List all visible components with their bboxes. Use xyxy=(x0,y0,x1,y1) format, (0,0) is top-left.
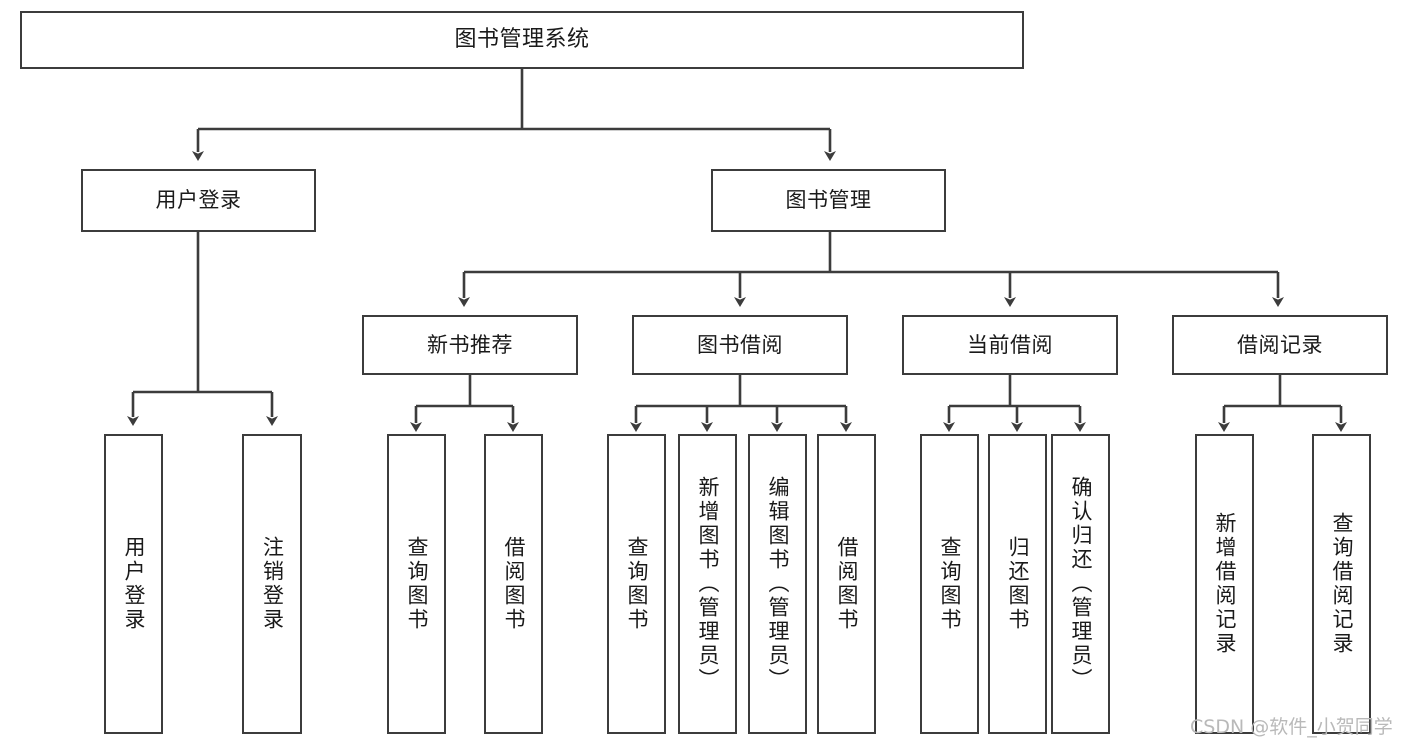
node-label: 用户登录 xyxy=(155,188,242,213)
node-label: 借阅图书 xyxy=(502,536,526,632)
node-label: 编辑图书（管理员） xyxy=(766,476,790,692)
node-leaf-query-book-borrow[interactable]: 查询图书 xyxy=(607,434,666,734)
node-label: 借阅记录 xyxy=(1237,332,1323,357)
node-label: 新增图书（管理员） xyxy=(696,476,720,692)
node-leaf-user-login[interactable]: 用户登录 xyxy=(104,434,163,734)
node-leaf-confirm-return-admin[interactable]: 确认归还（管理员） xyxy=(1051,434,1110,734)
node-label: 查询图书 xyxy=(938,536,962,632)
node-label: 查询图书 xyxy=(405,536,429,632)
node-label: 图书管理 xyxy=(785,188,872,213)
node-label: 图书管理系统 xyxy=(454,27,590,53)
node-label: 查询图书 xyxy=(625,536,649,632)
node-user-login[interactable]: 用户登录 xyxy=(81,169,316,232)
node-leaf-add-borrow-record[interactable]: 新增借阅记录 xyxy=(1195,434,1254,734)
node-leaf-query-book-current[interactable]: 查询图书 xyxy=(920,434,979,734)
node-current-borrow[interactable]: 当前借阅 xyxy=(902,315,1118,375)
node-new-book-recommend[interactable]: 新书推荐 xyxy=(362,315,578,375)
node-label: 确认归还（管理员） xyxy=(1069,476,1093,692)
node-label: 新书推荐 xyxy=(427,332,513,357)
node-root-system[interactable]: 图书管理系统 xyxy=(20,11,1024,69)
node-leaf-borrow-book[interactable]: 借阅图书 xyxy=(817,434,876,734)
node-leaf-add-book-admin[interactable]: 新增图书（管理员） xyxy=(678,434,737,734)
watermark-text: CSDN @软件_小贺同学 xyxy=(1190,716,1393,738)
node-label: 用户登录 xyxy=(122,536,146,632)
node-label: 注销登录 xyxy=(260,536,285,632)
node-label: 归还图书 xyxy=(1006,536,1030,632)
node-label: 当前借阅 xyxy=(967,332,1053,357)
node-label: 新增借阅记录 xyxy=(1213,512,1237,656)
node-leaf-borrow-book-recommend[interactable]: 借阅图书 xyxy=(484,434,543,734)
node-book-management[interactable]: 图书管理 xyxy=(711,169,946,232)
node-label: 查询借阅记录 xyxy=(1330,512,1354,656)
node-label: 图书借阅 xyxy=(697,332,783,357)
node-leaf-edit-book-admin[interactable]: 编辑图书（管理员） xyxy=(748,434,807,734)
node-leaf-query-book-recommend[interactable]: 查询图书 xyxy=(387,434,446,734)
node-leaf-user-logout[interactable]: 注销登录 xyxy=(242,434,302,734)
node-leaf-return-book[interactable]: 归还图书 xyxy=(988,434,1047,734)
node-borrow-record[interactable]: 借阅记录 xyxy=(1172,315,1388,375)
node-leaf-query-borrow-record[interactable]: 查询借阅记录 xyxy=(1312,434,1371,734)
node-label: 借阅图书 xyxy=(835,536,859,632)
node-book-borrow[interactable]: 图书借阅 xyxy=(632,315,848,375)
